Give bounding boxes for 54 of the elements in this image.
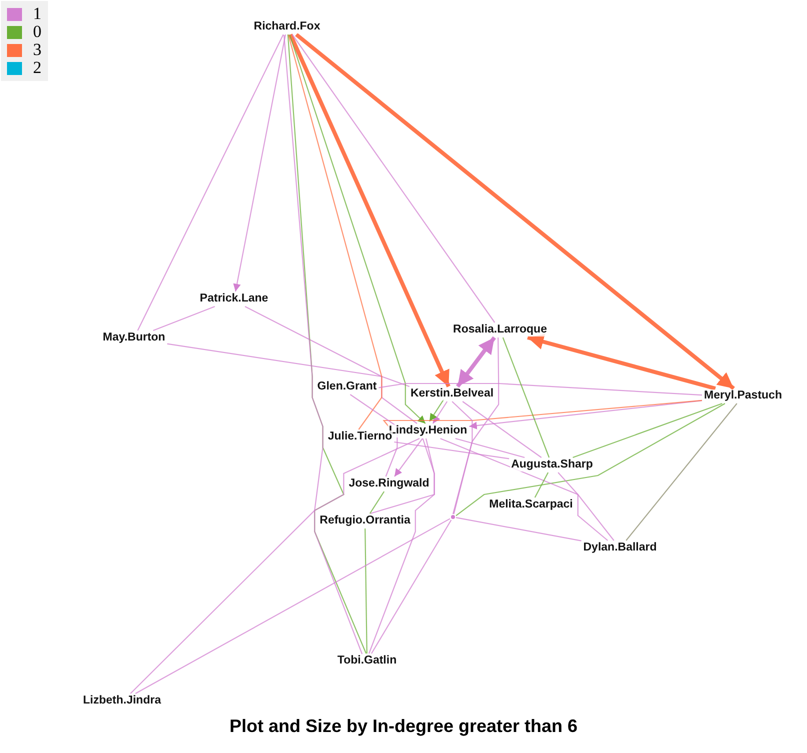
connector-line [378,382,702,396]
connector-line [135,518,450,694]
node-label: Jose.Ringwald [348,478,430,490]
connector-line [130,438,420,694]
legend-label: 3 [33,40,42,60]
connector-line [502,337,550,458]
connector-line [558,472,614,541]
connector-line [452,401,473,514]
connector-line [153,306,215,332]
chart-title: Plot and Size by In-degree greater than 6 [228,716,579,737]
connector-line [455,438,525,458]
connector-line [289,34,426,424]
connector-line [432,401,448,424]
connector-line [233,34,286,292]
legend-label: 2 [33,58,42,78]
connector-line [534,472,549,498]
connector-line [527,334,716,390]
connector-line [453,338,500,514]
connector-line [572,402,722,458]
connector-line [394,438,423,477]
connector-line [456,336,496,388]
legend-label: 1 [33,4,42,24]
connector-line [167,343,410,388]
node-label: Richard.Fox [252,20,322,34]
connector-line [292,34,496,323]
connector-line [295,32,735,390]
connector-line [137,34,284,331]
connector-line [429,399,444,422]
connector-line [462,401,542,458]
node-label: Augusta.Sharp [510,458,594,472]
connector-line [369,491,385,514]
connector-line [371,520,452,654]
connector-line [456,517,582,542]
connector-line [370,438,435,514]
connector-line [456,403,726,516]
node-label: Kerstin.Belveal [409,388,495,400]
node-label: Meryl.Pastuch [703,390,783,402]
connector-line [394,441,510,460]
connector-line [244,306,418,424]
connector-line [364,528,368,654]
connector-line [440,438,608,541]
vertex-dot [451,515,455,519]
node-label: Rosalia.Larroque [452,324,548,336]
connector-line [469,400,702,430]
node-label: Refugio.Orrantia [318,514,412,528]
node-label: Melita.Scarpaci [488,498,574,512]
node-label: Dylan.Ballard [582,542,658,554]
legend-label: 0 [33,22,42,42]
node-label: May.Burton [102,332,166,344]
connector-line [368,438,435,654]
connector-line [288,34,450,388]
connector-line [350,394,398,477]
connector-line [288,34,382,430]
connector-line [626,403,738,541]
